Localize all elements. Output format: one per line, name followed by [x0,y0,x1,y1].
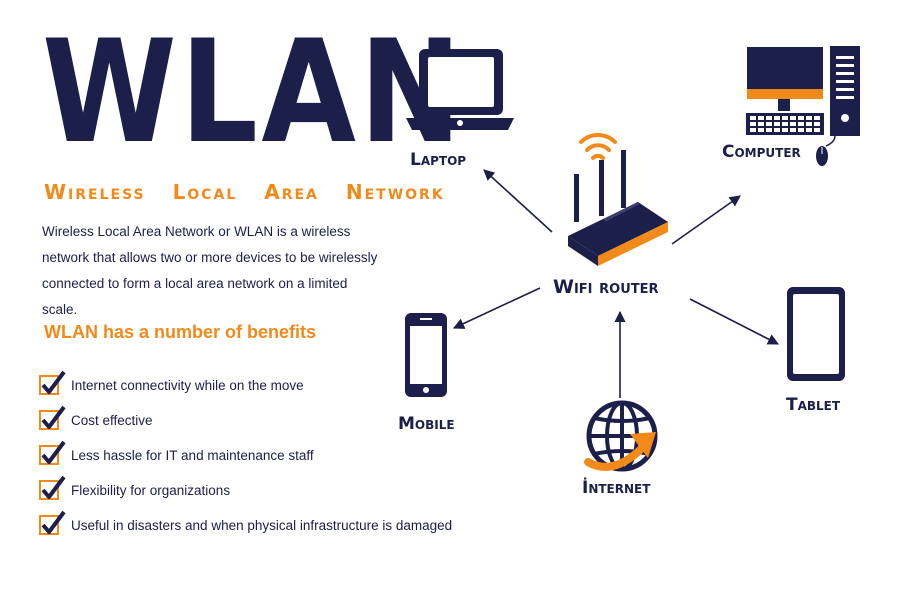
tablet-label: Tablet [786,395,841,415]
internet-label: İnternet [582,478,651,498]
benefits-list: Internet connectivity while on the move … [38,370,452,545]
benefit-label: Flexibility for organizations [71,483,231,498]
checkmark-icon [39,405,66,430]
checkmark-icon [39,475,66,500]
wifi-signal-icon [579,132,617,160]
computer-icon [746,46,860,166]
page-subtitle: Wireless Local Area Network [44,180,445,204]
benefit-label: Useful in disasters and when physical in… [71,518,453,533]
list-item: Useful in disasters and when physical in… [38,510,452,545]
list-item: Internet connectivity while on the move [38,370,438,405]
mobile-label: Mobile [398,414,455,434]
arrow-to-tablet [689,298,779,345]
globe-icon [584,400,658,472]
checkmark-icon [39,440,66,465]
arrow-to-computer [671,195,741,245]
list-item: Cost effective [38,405,438,440]
laptop-icon [406,49,514,130]
page-title: WLAN [42,10,465,175]
tablet-icon [787,287,845,381]
router-label: Wifi router [553,276,659,298]
list-item: Flexibility for organizations [38,475,438,510]
router-icon [568,150,668,266]
list-item: Less hassle for IT and maintenance staff [38,440,438,475]
benefit-label: Cost effective [71,413,153,428]
description: Wireless Local Area Network or WLAN is a… [42,224,378,317]
benefit-label: Less hassle for IT and maintenance staff [71,448,314,463]
mobile-icon [405,313,447,397]
connection-arrows [452,169,779,398]
arrow-to-mobile [452,287,541,329]
computer-label: Computer [722,142,801,162]
laptop-label: Laptop [410,150,467,170]
checkmark-icon [39,370,66,395]
benefit-label: Internet connectivity while on the move [71,378,304,393]
benefits-heading: WLAN has a number of benefits [44,322,317,342]
arrow-to-laptop [483,169,553,233]
checkmark-icon [39,510,66,535]
